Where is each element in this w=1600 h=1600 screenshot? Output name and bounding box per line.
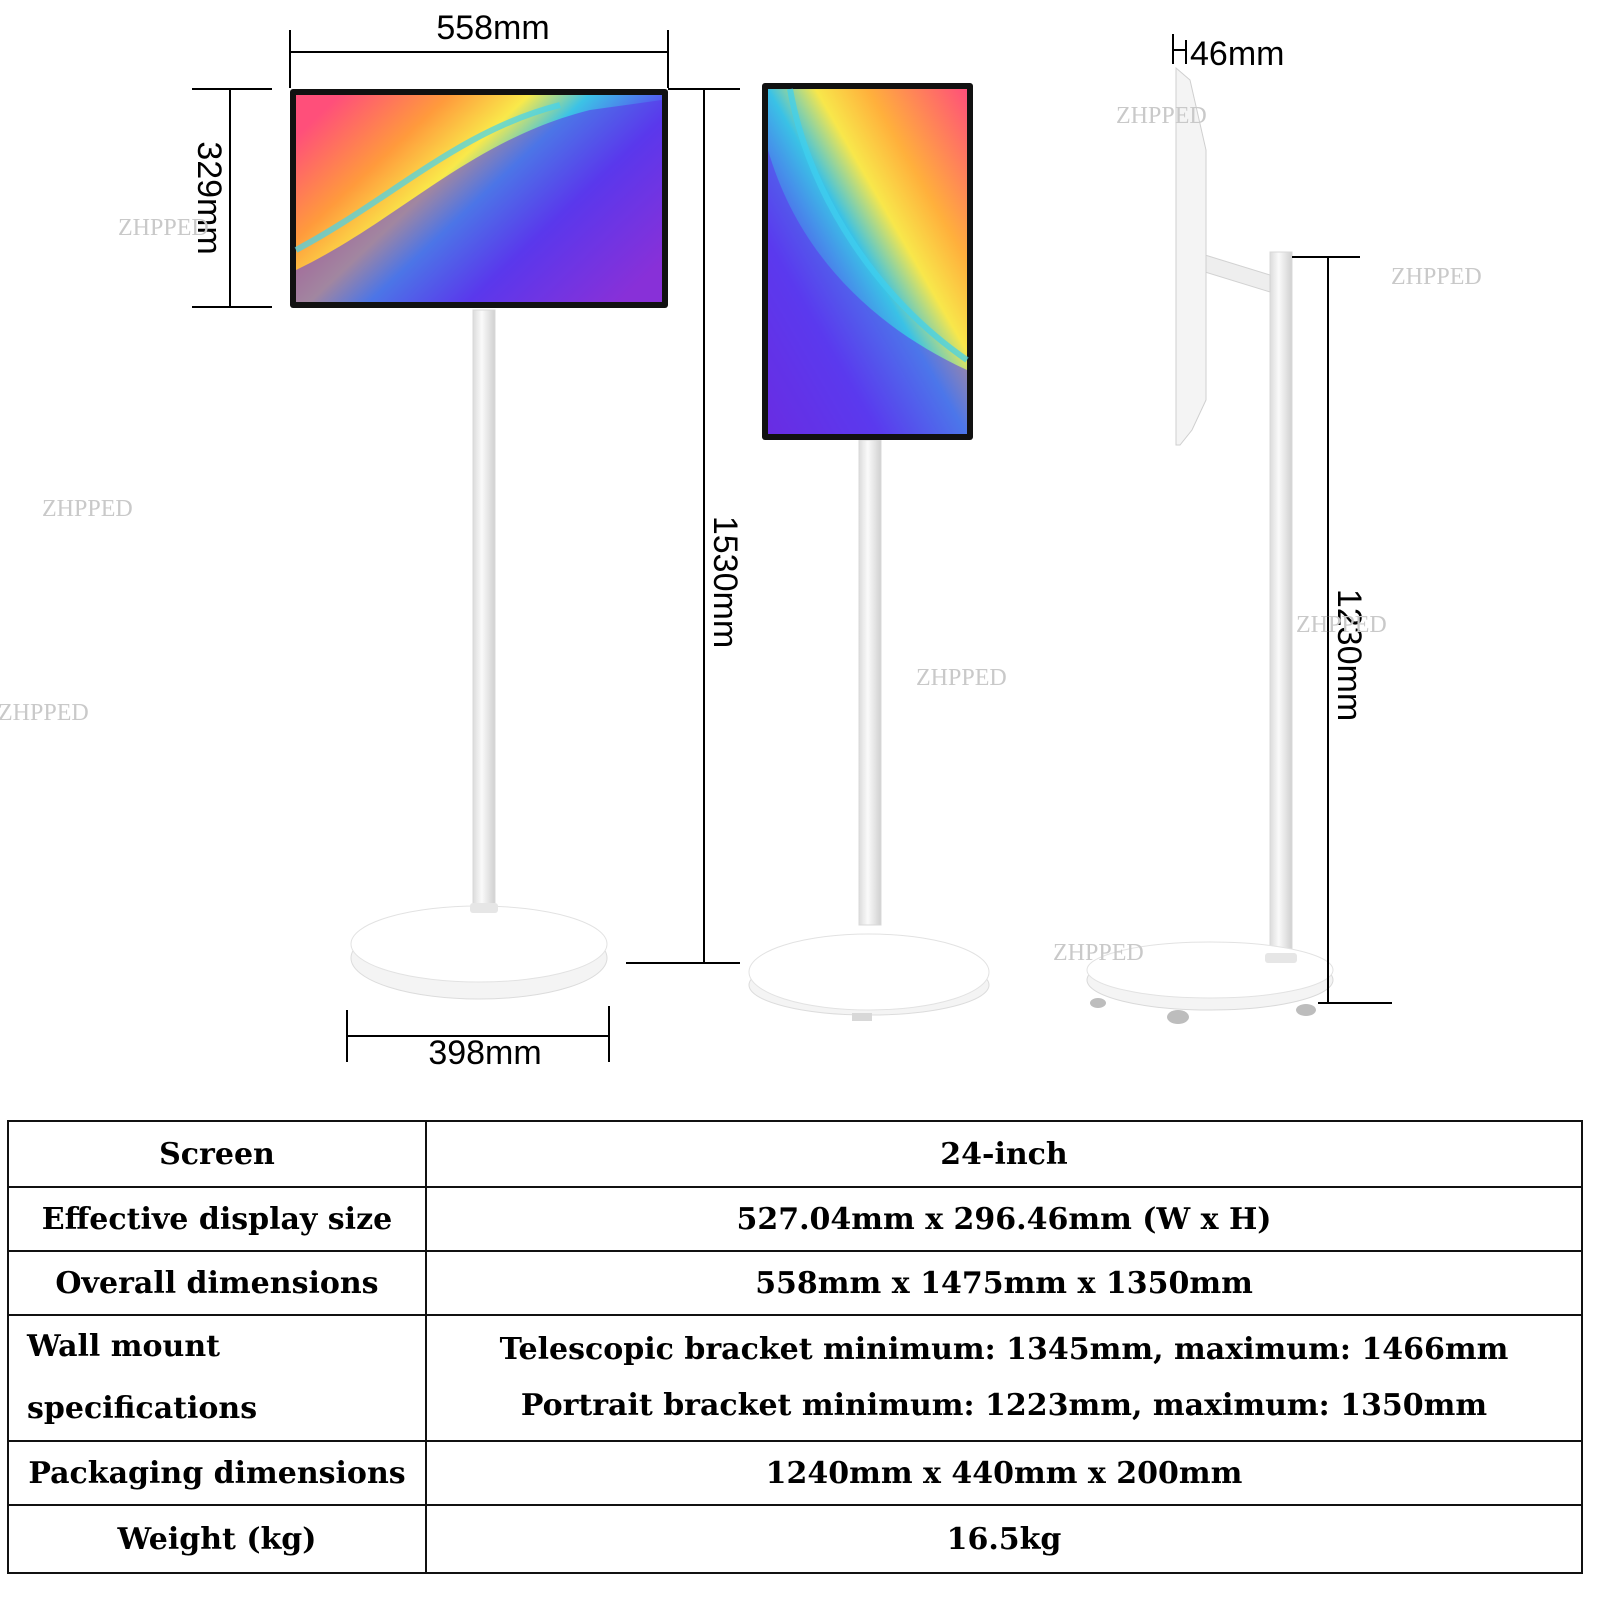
watermark: ZHPPED (42, 496, 133, 522)
spec-value: 527.04mm x 296.46mm (W x H) (425, 1186, 1583, 1252)
overall-height-label: 1530mm (706, 516, 744, 648)
spec-label: Packaging dimensions (7, 1440, 427, 1506)
table-row: Wall mount specifications Telescopic bra… (7, 1314, 1583, 1442)
spec-value: 16.5kg (425, 1504, 1583, 1574)
spec-label: Effective display size (7, 1186, 427, 1252)
product-dimension-diagram: 558mm 329mm 1530mm 398mm 46mm 1230mm ZHP… (0, 9, 1482, 1072)
spec-label: Weight (kg) (7, 1504, 427, 1574)
table-row: Screen 24-inch (7, 1120, 1583, 1188)
spec-value: 1240mm x 440mm x 200mm (425, 1440, 1583, 1506)
watermark: ZHPPED (1391, 264, 1482, 290)
spec-value: 24-inch (425, 1120, 1583, 1188)
stand-height-label: 1230mm (1330, 589, 1368, 721)
table-row: Overall dimensions 558mm x 1475mm x 1350… (7, 1250, 1583, 1316)
spec-label: Screen (7, 1120, 427, 1188)
width-label: 558mm (436, 9, 549, 47)
watermark: ZHPPED (1053, 940, 1144, 966)
spec-label-line: Wall mount (27, 1329, 220, 1364)
base-diameter-label: 398mm (428, 1034, 541, 1072)
spec-label: Overall dimensions (7, 1250, 427, 1316)
watermark: ZHPPED (1116, 103, 1207, 129)
landscape-unit (290, 89, 668, 1000)
spec-label-line: specifications (27, 1391, 258, 1426)
side-view-unit (1086, 66, 1334, 1024)
watermark: ZHPPED (916, 665, 1007, 691)
watermark: ZHPPED (118, 215, 209, 241)
table-row: Weight (kg) 16.5kg (7, 1504, 1583, 1574)
spec-value: Telescopic bracket minimum: 1345mm, maxi… (425, 1314, 1583, 1442)
table-row: Effective display size 527.04mm x 296.46… (7, 1186, 1583, 1252)
spec-value-line: Telescopic bracket minimum: 1345mm, maxi… (499, 1332, 1509, 1367)
height-label: 329mm (190, 141, 228, 254)
spec-label: Wall mount specifications (7, 1314, 427, 1442)
specifications-table: Screen 24-inch Effective display size 52… (7, 1120, 1583, 1574)
dimension-lines (192, 30, 1392, 1062)
spec-value: 558mm x 1475mm x 1350mm (425, 1250, 1583, 1316)
spec-value-line: Portrait bracket minimum: 1223mm, maximu… (520, 1388, 1488, 1423)
watermark: ZHPPED (0, 700, 89, 726)
portrait-unit (748, 83, 990, 1021)
watermark: ZHPPED (1296, 612, 1387, 638)
table-row: Packaging dimensions 1240mm x 440mm x 20… (7, 1440, 1583, 1506)
depth-label: 46mm (1190, 35, 1284, 73)
